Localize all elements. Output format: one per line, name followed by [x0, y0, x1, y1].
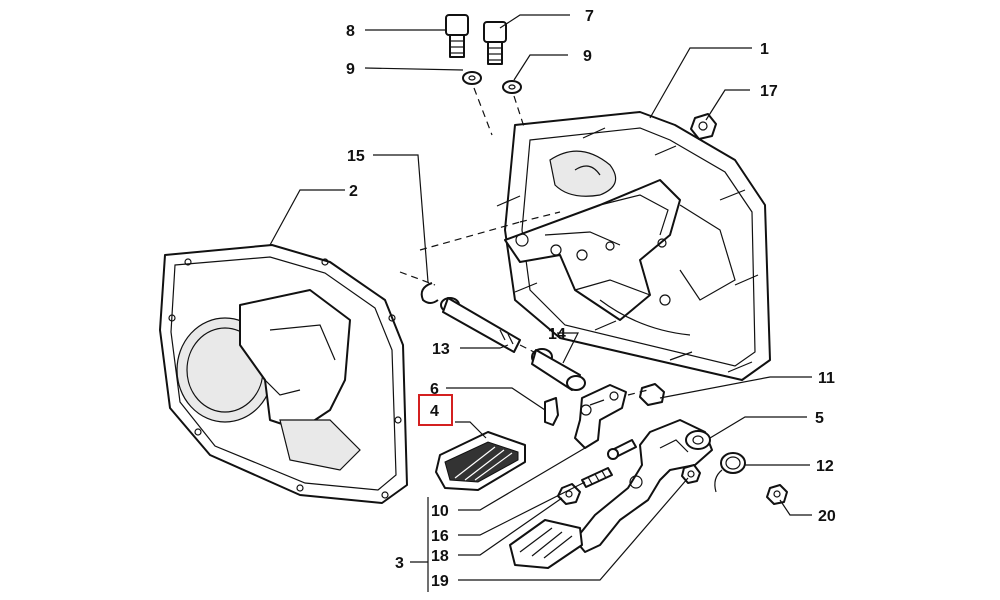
callout-9-right: 9	[583, 48, 592, 65]
bush-14	[531, 348, 586, 391]
callout-18: 18	[431, 548, 449, 565]
spring-16	[581, 467, 613, 488]
stop-block-11	[639, 383, 665, 406]
bolt	[607, 439, 637, 460]
callout-6: 6	[430, 381, 439, 398]
leader-lines	[269, 14, 812, 592]
clip-6	[544, 397, 559, 426]
switch-7	[483, 21, 507, 65]
nut-20	[766, 484, 788, 505]
callout-16: 16	[431, 528, 449, 545]
highlight-box	[418, 394, 453, 426]
callout-5: 5	[815, 410, 824, 427]
lever-10	[574, 384, 627, 449]
pedal-box-cover	[159, 244, 408, 504]
callout-15: 15	[347, 148, 365, 165]
callout-17: 17	[760, 83, 778, 100]
callout-12: 12	[816, 458, 834, 475]
callout-labels: 8 7 9 9 1 17 15 2 13 14 6 4 11 5 12 20 1…	[346, 8, 836, 590]
pedal-pad-on-arm	[509, 519, 583, 569]
callout-13: 13	[432, 341, 450, 358]
pedal-pad-4	[435, 431, 526, 491]
pivot-pin-13	[440, 297, 521, 353]
callout-11: 11	[818, 370, 835, 387]
callout-3: 3	[395, 555, 404, 572]
switch-8	[445, 14, 469, 58]
washers-9	[462, 71, 522, 94]
callout-2: 2	[349, 183, 358, 200]
callout-19: 19	[431, 573, 449, 590]
return-spring-12	[714, 452, 746, 493]
callout-4: 4	[430, 403, 439, 420]
callout-8: 8	[346, 23, 355, 40]
callout-14: 14	[548, 326, 566, 343]
callout-20: 20	[818, 508, 836, 525]
nut-17	[690, 113, 717, 140]
callout-10: 10	[431, 503, 449, 520]
pedal-box-housing	[496, 111, 771, 381]
callout-1: 1	[760, 41, 769, 58]
callout-7: 7	[585, 8, 594, 25]
clip-15	[420, 282, 439, 304]
housing-studs	[496, 127, 759, 373]
pedal-arm-5	[574, 419, 713, 553]
callout-9-left: 9	[346, 61, 355, 78]
nut-19	[681, 464, 701, 484]
